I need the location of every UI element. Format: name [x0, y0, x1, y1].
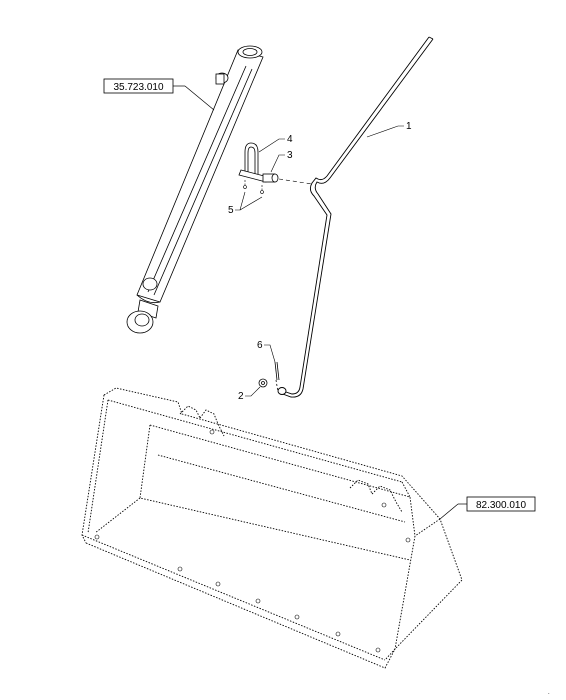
bucket-bolt-holes — [94, 429, 411, 653]
callout-4[interactable]: 4 — [258, 134, 293, 153]
svg-text:2: 2 — [238, 391, 244, 402]
rivets — [243, 180, 264, 195]
alignment-line — [278, 178, 313, 185]
callout-1[interactable]: 1 — [366, 121, 412, 138]
svg-text:3: 3 — [287, 150, 293, 161]
reference-label-cylinder-text: 35.723.010 — [113, 82, 163, 93]
callout-5[interactable]: 5 — [228, 191, 263, 216]
svg-text:4: 4 — [287, 134, 293, 145]
hydraulic-cylinder — [126, 45, 264, 334]
pivot-pin — [262, 173, 279, 183]
svg-text:6: 6 — [257, 340, 263, 351]
loader-bucket — [81, 387, 463, 669]
linkage-rod — [277, 36, 434, 398]
reference-label-bucket[interactable]: 82.300.010 — [439, 496, 536, 520]
callout-6[interactable]: 6 — [257, 340, 276, 363]
reference-label-cylinder[interactable]: 35.723.010 — [103, 78, 215, 111]
callout-2[interactable]: 2 — [238, 386, 261, 402]
cotter-pin — [274, 361, 280, 393]
washer — [258, 378, 268, 388]
corner-mark: . — [548, 690, 550, 696]
callout-3[interactable]: 3 — [270, 150, 293, 173]
svg-text:5: 5 — [228, 205, 234, 216]
svg-text:1: 1 — [406, 121, 412, 132]
reference-label-bucket-text: 82.300.010 — [476, 500, 526, 511]
